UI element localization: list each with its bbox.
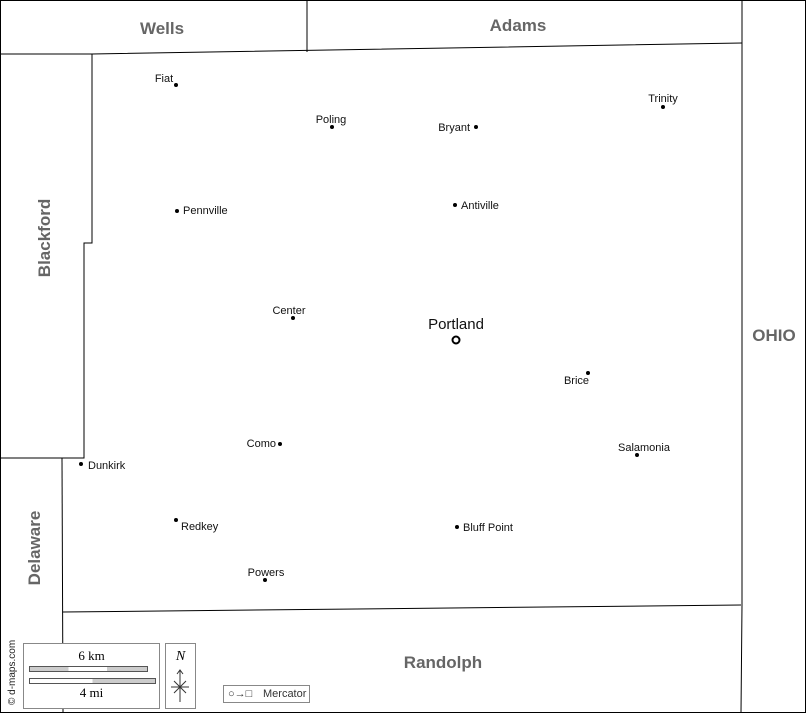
city-marker (635, 453, 639, 457)
city-marker (474, 125, 478, 129)
county-randolph: Randolph (404, 653, 482, 672)
city-marker (586, 371, 590, 375)
city-label: Pennville (183, 205, 228, 217)
city-label: Antiville (461, 200, 499, 212)
city-marker (79, 462, 83, 466)
mi-bar (29, 678, 156, 684)
city-label: Bluff Point (463, 522, 513, 534)
north-arrow: N (165, 643, 196, 709)
city-label: Poling (316, 114, 347, 126)
city-label: Center (272, 305, 305, 317)
city-marker (175, 209, 179, 213)
projection-label: Mercator (263, 688, 307, 700)
county-adams: Adams (490, 16, 547, 35)
city-label: Salamonia (618, 442, 671, 454)
city-label: Brice (564, 375, 589, 387)
city-label: Bryant (438, 122, 470, 134)
city-marker (174, 518, 178, 522)
city-label: Fiat (155, 73, 173, 85)
km-bar (29, 666, 148, 672)
projection: ○→□ Mercator (223, 685, 310, 703)
city-label: Trinity (648, 93, 678, 105)
county-blackford: Blackford (35, 199, 54, 277)
city-label: Dunkirk (88, 460, 126, 472)
compass-icon (171, 669, 189, 702)
city-marker (330, 125, 334, 129)
scale-bar: 6 km 4 mi (23, 643, 160, 709)
county-seat-marker (451, 335, 461, 345)
state-ohio: OHIO (752, 326, 795, 345)
projection-icon: ○→□ (228, 688, 253, 700)
city-marker (174, 83, 178, 87)
border-ohio (740, 0, 743, 713)
city-marker (455, 525, 459, 529)
city-marker (291, 316, 295, 320)
city-marker (278, 442, 282, 446)
border-blackford (0, 54, 93, 459)
north-label: N (175, 649, 186, 664)
city-label: Como (247, 438, 276, 450)
credit: © d-maps.com (7, 640, 18, 705)
city-label: Redkey (181, 521, 219, 533)
city-label: Powers (248, 567, 285, 579)
city-marker (661, 105, 665, 109)
scale-km: 6 km (78, 648, 105, 663)
county-wells: Wells (140, 19, 184, 38)
city-portland: Portland (428, 316, 484, 333)
border-randolph (62, 604, 742, 613)
city-marker (263, 578, 267, 582)
county-delaware: Delaware (25, 511, 44, 586)
scale-mi: 4 mi (79, 685, 104, 700)
city-marker (453, 203, 457, 207)
